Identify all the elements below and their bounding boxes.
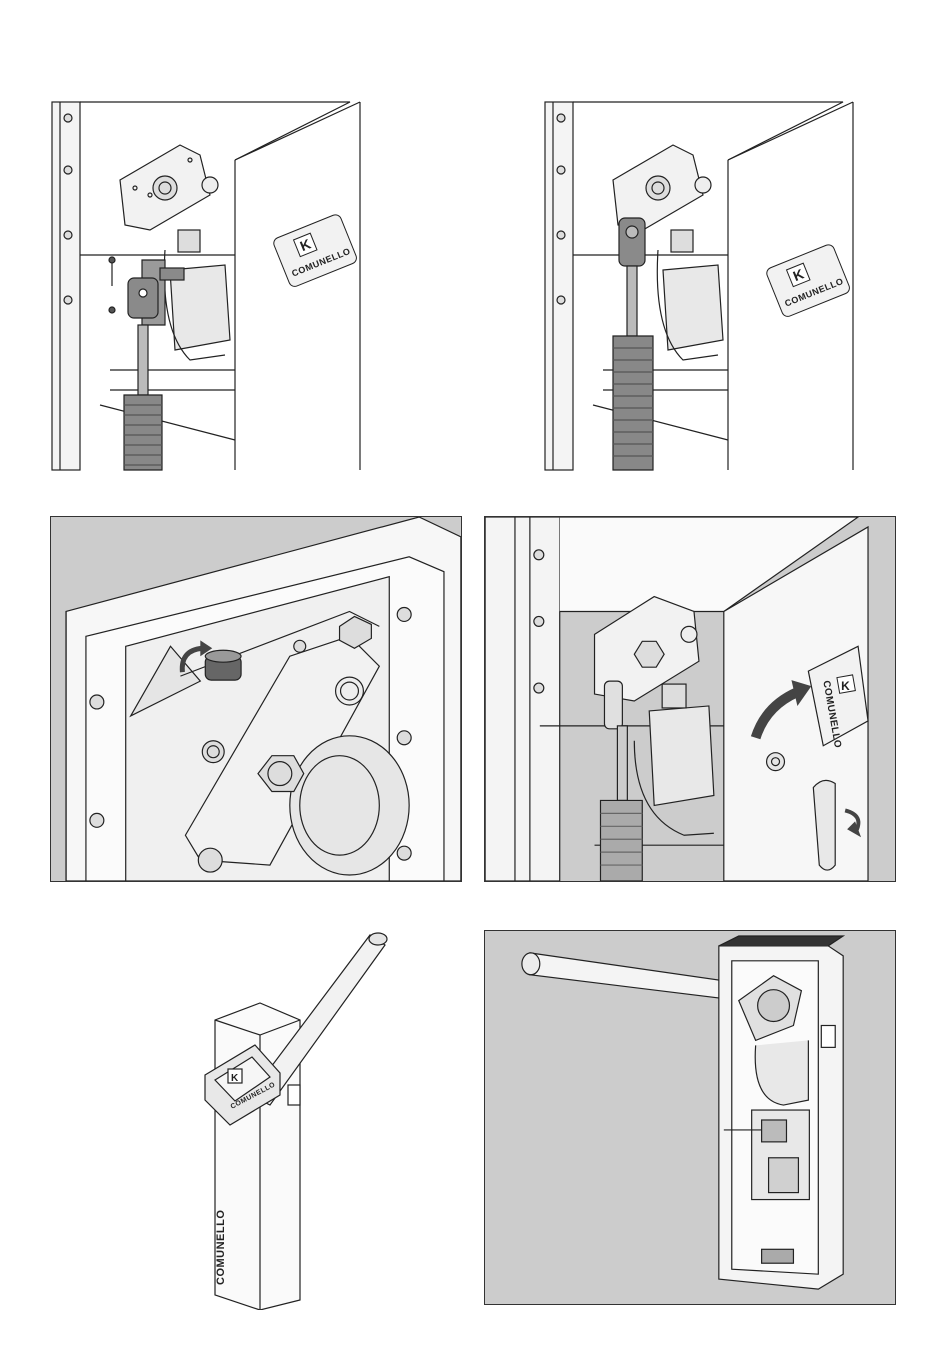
adjustment-nut-icon bbox=[205, 650, 241, 680]
figure-step-6 bbox=[484, 930, 896, 1305]
figure-step-1: K COMUNELLO bbox=[50, 100, 368, 472]
figure-step-6-drawing bbox=[485, 931, 895, 1304]
figure-step-5: COMUNELLO K COMUNELLO bbox=[190, 925, 400, 1310]
figure-step-4: COMUNELLO K bbox=[484, 516, 896, 882]
barrier-arm-icon bbox=[522, 953, 724, 999]
figure-step-2: K COMUNELLO bbox=[543, 100, 861, 472]
figure-step-4-drawing: COMUNELLO K bbox=[485, 517, 895, 881]
figure-step-3 bbox=[50, 516, 462, 882]
svg-text:K: K bbox=[231, 1073, 239, 1084]
brand-plate-icon: K COMUNELLO bbox=[765, 243, 851, 318]
figure-step-1-drawing: K COMUNELLO bbox=[50, 100, 368, 472]
figure-step-3-drawing bbox=[51, 517, 461, 881]
svg-text:K: K bbox=[841, 679, 850, 693]
figure-step-2-drawing: K COMUNELLO bbox=[543, 100, 861, 472]
figure-step-5-drawing: COMUNELLO K COMUNELLO bbox=[190, 925, 400, 1310]
clevis-mounted-icon bbox=[619, 218, 645, 266]
svg-text:COMUNELLO: COMUNELLO bbox=[215, 1210, 227, 1285]
brand-plate-icon: K COMUNELLO bbox=[272, 213, 358, 288]
